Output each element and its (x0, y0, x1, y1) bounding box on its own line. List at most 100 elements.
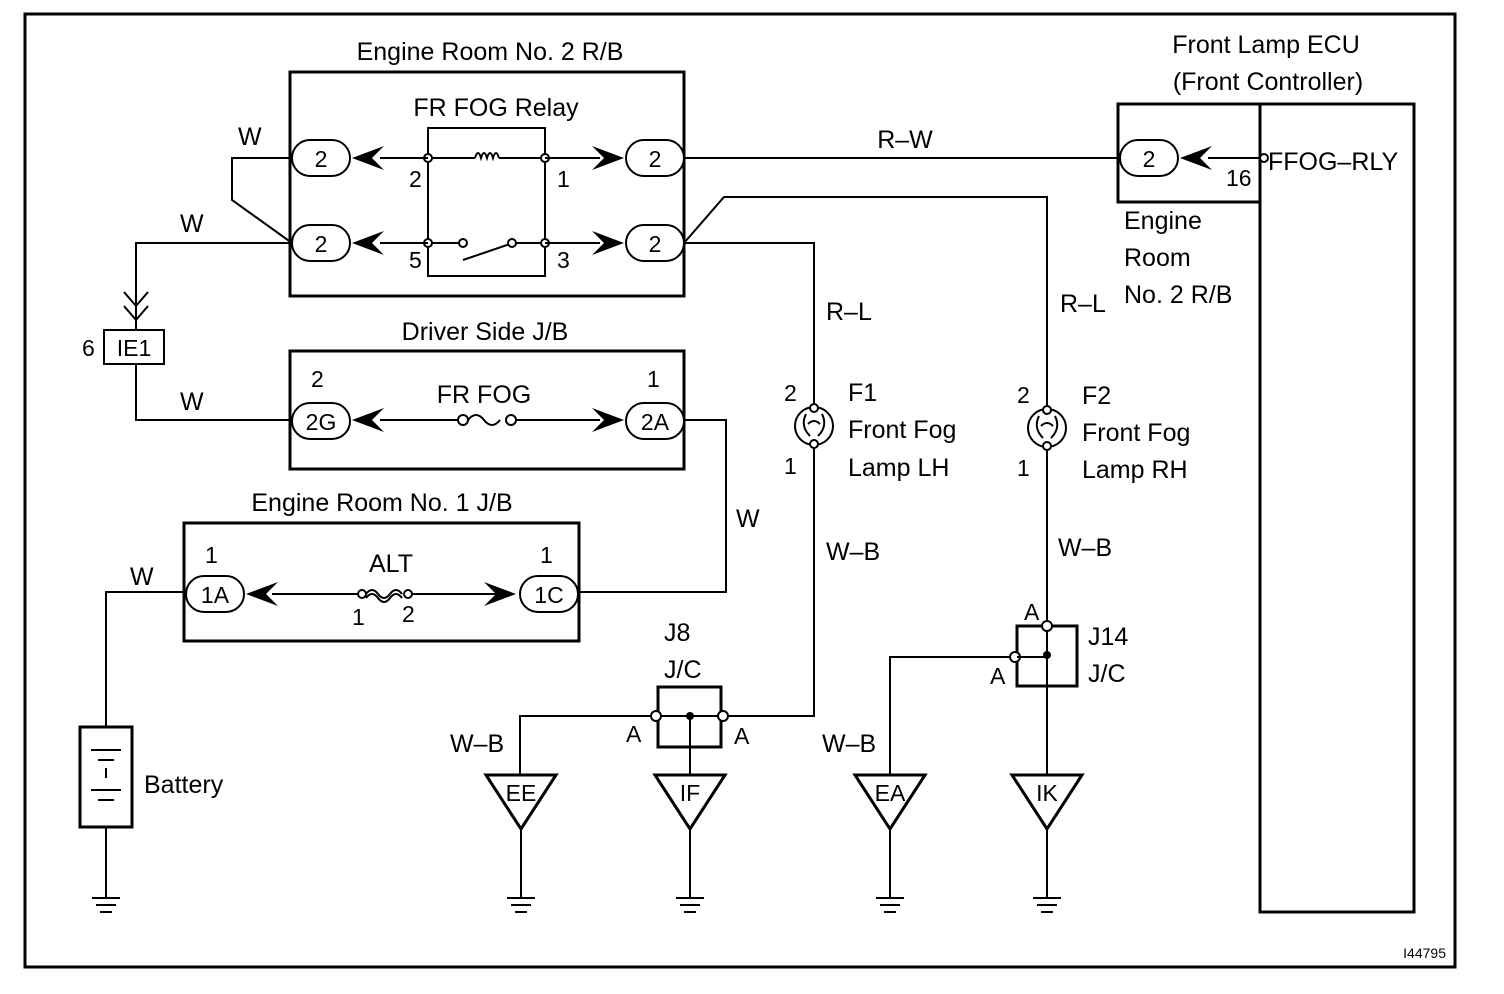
ecu-connector-2: 2 (1119, 139, 1212, 177)
alt-pin-1: 1 (352, 604, 365, 630)
relay-coil-icon (428, 152, 545, 162)
driver-jb-title: Driver Side J/B (402, 318, 569, 346)
wire-label-w: W (238, 123, 262, 151)
figure-id: I44795 (1403, 945, 1446, 961)
relay-pin-3: 3 (557, 247, 570, 273)
er2-connector-2-lower-right: 2 (592, 224, 685, 262)
svg-text:1A: 1A (201, 582, 230, 608)
wire-label-wb: W–B (822, 730, 876, 758)
j8-pin-a-left: A (626, 721, 642, 747)
ecu-terminal-ffog-rly: FFOG–RLY (1268, 148, 1398, 176)
j8-id: J8 (664, 619, 690, 647)
diagram-frame (23, 12, 1457, 969)
wire-label-rl: R–L (826, 298, 872, 326)
svg-text:EE: EE (506, 780, 537, 806)
wire-label-wb: W–B (1058, 534, 1112, 562)
svg-text:2: 2 (1143, 146, 1156, 172)
ecu-side-label-3: No. 2 R/B (1124, 281, 1232, 309)
svg-text:2: 2 (649, 231, 662, 257)
connector-1a: 1A (185, 575, 278, 613)
battery-icon (91, 749, 121, 801)
connector-2a: 2A (592, 402, 685, 440)
ground-if: IF (652, 773, 728, 913)
f2-id: F2 (1082, 382, 1111, 410)
f2-pin-2: 2 (1017, 382, 1030, 408)
relay-switch-icon (428, 238, 545, 261)
alt-pin-2: 2 (402, 601, 415, 627)
ground-ee: EE (483, 773, 559, 913)
fr-fog-relay-box (427, 127, 546, 277)
wire-label-wb: W–B (826, 538, 880, 566)
relay-pin-1: 1 (557, 166, 570, 192)
er2-rb-title: Engine Room No. 2 R/B (357, 38, 624, 66)
ecu-side-label-1: Engine (1124, 207, 1202, 235)
front-fog-lamp-rh-icon (1027, 405, 1067, 451)
svg-text:IK: IK (1036, 780, 1058, 806)
battery-label: Battery (144, 771, 224, 799)
fuse-fr-fog-label: FR FOG (437, 381, 531, 409)
er2-rb-box (288, 70, 686, 298)
svg-text:2: 2 (649, 146, 662, 172)
f1-pin-2: 2 (784, 380, 797, 406)
f1-name-2: Lamp LH (848, 454, 949, 482)
f1-pin-1: 1 (784, 453, 797, 479)
ground-ik: IK (1009, 773, 1085, 913)
f2-pin-1: 1 (1017, 455, 1030, 481)
driver-jb-pin-2: 2 (311, 366, 324, 392)
er2-connector-2-upper-right: 2 (592, 139, 685, 177)
driver-jb-pin-1: 1 (647, 366, 660, 392)
j14-type: J/C (1088, 660, 1126, 688)
ecu-title-2: (Front Controller) (1173, 68, 1363, 96)
wire-label-w: W (180, 210, 204, 238)
svg-text:2A: 2A (641, 409, 670, 435)
connector-1c: 1C (484, 575, 579, 613)
wire-label-w: W (130, 563, 154, 591)
er2-connector-2-upper-left: 2 (291, 139, 384, 177)
ie1-connector (103, 329, 165, 365)
ecu-er2-rb-box (1116, 102, 1262, 204)
front-lamp-ecu-box (1258, 102, 1416, 914)
j8-type: J/C (664, 656, 702, 684)
svg-text:EA: EA (875, 780, 906, 806)
fuse-alt-label: ALT (369, 550, 413, 578)
er1-jb-title: Engine Room No. 1 J/B (251, 489, 512, 517)
j14-pin-a-left: A (990, 663, 1006, 689)
fuse-alt-icon (272, 589, 496, 603)
er2-connector-2-lower-left: 2 (291, 224, 384, 262)
j14-pin-a-top: A (1024, 599, 1040, 625)
ecu-title-1: Front Lamp ECU (1172, 31, 1360, 59)
ecu-pin-16: 16 (1226, 165, 1252, 191)
er1-jb-box (182, 521, 581, 643)
driver-jb-box (288, 349, 686, 471)
ground-battery-icon (92, 897, 120, 913)
ground-ea: EA (852, 773, 928, 913)
f2-name-2: Lamp RH (1082, 456, 1188, 484)
ie1-pin-6: 6 (82, 335, 95, 361)
svg-text:IF: IF (680, 780, 700, 806)
ecu-side-label-2: Room (1124, 244, 1191, 272)
svg-text:2G: 2G (306, 409, 337, 435)
f1-id: F1 (848, 379, 877, 407)
wire-label-rw: R–W (877, 126, 933, 154)
svg-text:1C: 1C (534, 582, 563, 608)
relay-title: FR FOG Relay (413, 94, 579, 122)
er1-pin-1-right: 1 (540, 542, 553, 568)
svg-text:2: 2 (315, 231, 328, 257)
svg-text:2: 2 (315, 146, 328, 172)
wire-label-w: W (736, 505, 760, 533)
relay-pin-5: 5 (409, 247, 422, 273)
j14-id: J14 (1088, 623, 1128, 651)
wire-label-rl: R–L (1060, 290, 1106, 318)
wire-label-wb: W–B (450, 730, 504, 758)
j8-pin-a-right: A (734, 723, 750, 749)
f2-name-1: Front Fog (1082, 419, 1190, 447)
wire-label-w: W (180, 388, 204, 416)
fuse-fr-fog-icon (380, 414, 600, 426)
front-fog-lamp-lh-icon (794, 403, 834, 449)
f1-name-1: Front Fog (848, 416, 956, 444)
relay-pin-2: 2 (409, 166, 422, 192)
er1-pin-1-left: 1 (205, 542, 218, 568)
connector-2g: 2G (291, 402, 384, 440)
ie1-label: IE1 (117, 335, 152, 361)
